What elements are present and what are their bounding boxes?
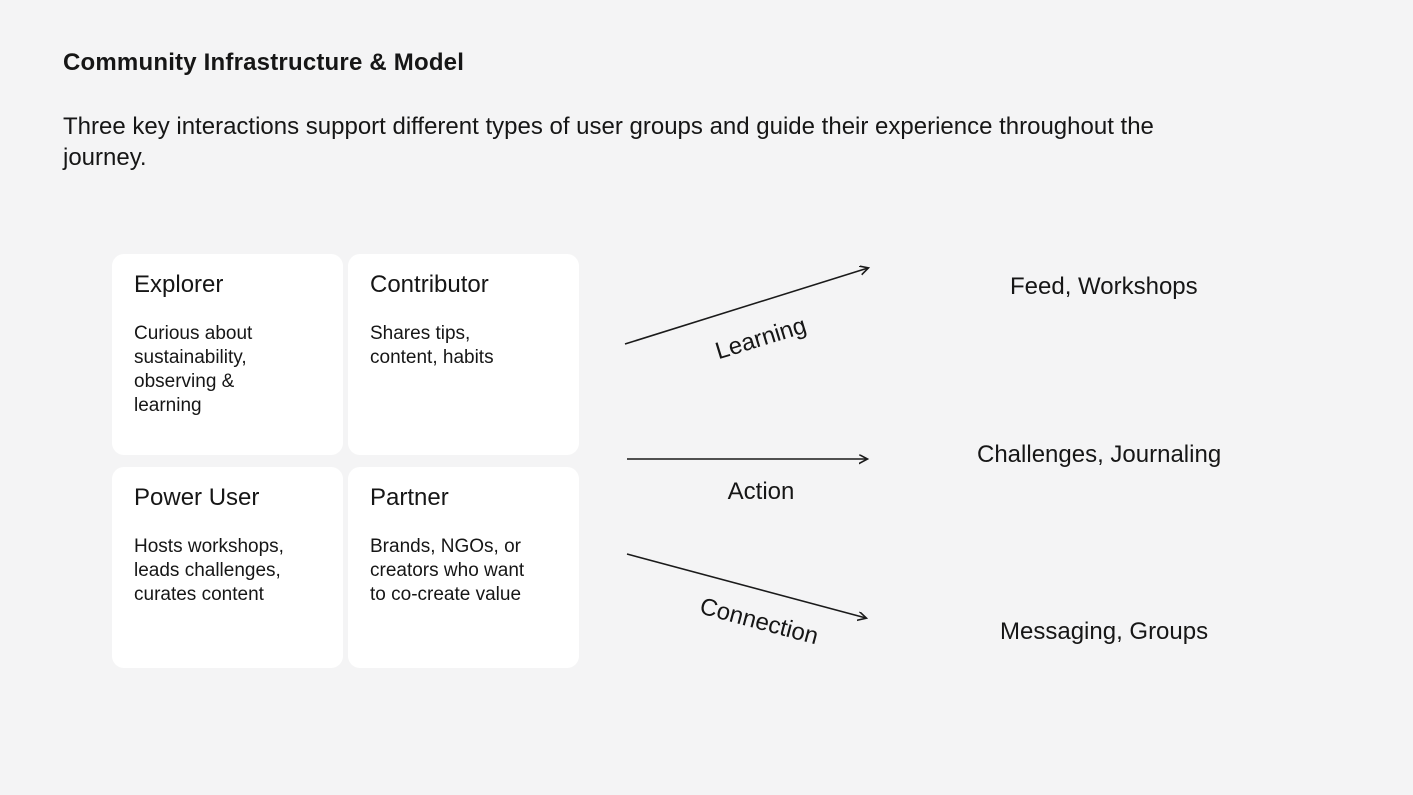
card-title: Explorer [134,271,224,298]
card-description: Curious about sustainability, observing … [134,323,253,416]
user-group-card-explorer: Explorer Curious about sustainability, o… [112,254,343,455]
card-description: Shares tips, content, habits [370,323,494,368]
page-title: Community Infrastructure & Model [63,49,465,76]
page-subtitle: Three key interactions support different… [63,113,1154,171]
card-description: Hosts workshops, leads challenges, curat… [134,536,284,605]
card-description: Brands, NGOs, or creators who want to co… [370,536,525,605]
user-group-card-contributor: Contributor Shares tips, content, habits [348,254,579,455]
outcome-label-feed-workshops: Feed, Workshops [1010,273,1198,300]
card-title: Contributor [370,271,489,298]
card-title: Partner [370,484,449,511]
outcome-label-challenges-journaling: Challenges, Journaling [977,441,1222,468]
arrow-label-action: Action [727,478,795,505]
connection-arrow [626,553,866,618]
outcome-label-messaging-groups: Messaging, Groups [1000,618,1209,645]
user-group-card-partner: Partner Brands, NGOs, or creators who wa… [348,467,579,668]
user-group-card-power-user: Power User Hosts workshops, leads challe… [112,467,343,668]
user-group-cards: Explorer Curious about sustainability, o… [112,254,579,668]
card-title: Power User [134,484,260,511]
learning-arrow [624,268,868,345]
